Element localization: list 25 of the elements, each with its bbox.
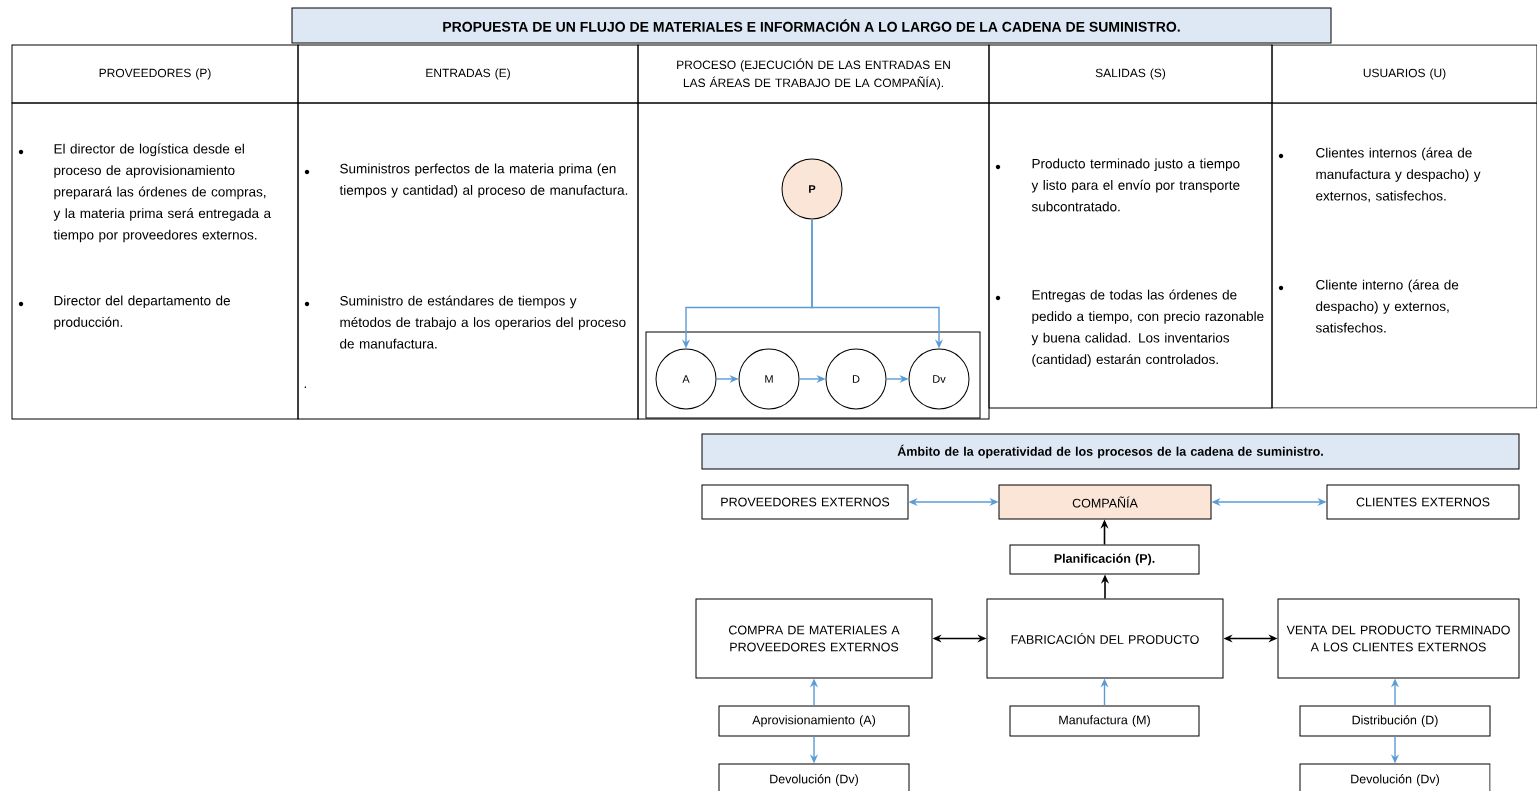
table-cell: Suministros perfectos de la materia prima (en tiempos y cantidad) al proceso de manufactura. Suministro de estándares de tiempos y métodos de trabajo a los operarios del proceso de manufactura. . bbox=[297, 102, 639, 420]
table-header-cell: SALIDAS (S) bbox=[988, 44, 1273, 104]
flow-box: COMPAÑÍA bbox=[998, 484, 1212, 520]
title-banner: PROPUESTA DE UN FLUJO DE MATERIALES E INFORMACIÓN A LO LARGO DE LA CADENA DE SUMINISTRO. bbox=[291, 7, 1332, 44]
flow-box: Devolución (Dv) bbox=[718, 763, 910, 791]
container-box bbox=[645, 331, 981, 419]
flow-box: CLIENTES EXTERNOS bbox=[1326, 484, 1520, 520]
container-box bbox=[637, 102, 990, 420]
table-cell: Clientes internos (área de manufactura y despacho) y externos, satisfechos. Cliente interno (área de despacho) y externos, satisfechos. bbox=[1271, 102, 1537, 409]
flow-box: Devolución (Dv) bbox=[1299, 763, 1491, 791]
flow-box: Manufactura (M) bbox=[1009, 705, 1200, 737]
flow-box: Distribución (D) bbox=[1299, 705, 1491, 737]
flow-box: Aprovisionamiento (A) bbox=[718, 705, 910, 737]
table-cell: El director de logística desde el proceso de aprovisionamiento preparará las órdenes de compras, y la materia prima será entregada a tiempo por proveedores externos. Director del departamento de producción. bbox=[11, 102, 299, 420]
flow-box: VENTA DEL PRODUCTO TERMINADO A LOS CLIENTES EXTERNOS bbox=[1277, 598, 1520, 679]
table-cell: Producto terminado justo a tiempo y listo para el envío por transporte subcontratado. Entregas de todas las órdenes de pedido a tiempo, con precio razonable y buena calidad. Los inventarios (cantidad) estarán controlados. bbox=[988, 102, 1273, 409]
table-header-cell: USUARIOS (U) bbox=[1271, 44, 1537, 104]
flow-box: Planificación (P). bbox=[1009, 544, 1200, 575]
table-header-cell: PROVEEDORES (P) bbox=[11, 44, 299, 104]
table-header-cell: PROCESO (EJECUCIÓN DE LAS ENTRADAS EN LAS ÁREAS DE TRABAJO DE LA COMPAÑÍA). bbox=[637, 44, 990, 104]
flow-box: FABRICACIÓN DEL PRODUCTO bbox=[986, 598, 1224, 679]
flow-box: COMPRA DE MATERIALES A PROVEEDORES EXTERNOS bbox=[695, 598, 933, 679]
section-banner: Ámbito de la operatividad de los procesos de la cadena de suministro. bbox=[701, 433, 1520, 470]
flow-box: PROVEEDORES EXTERNOS bbox=[701, 484, 909, 520]
table-header-cell: ENTRADAS (E) bbox=[297, 44, 639, 104]
